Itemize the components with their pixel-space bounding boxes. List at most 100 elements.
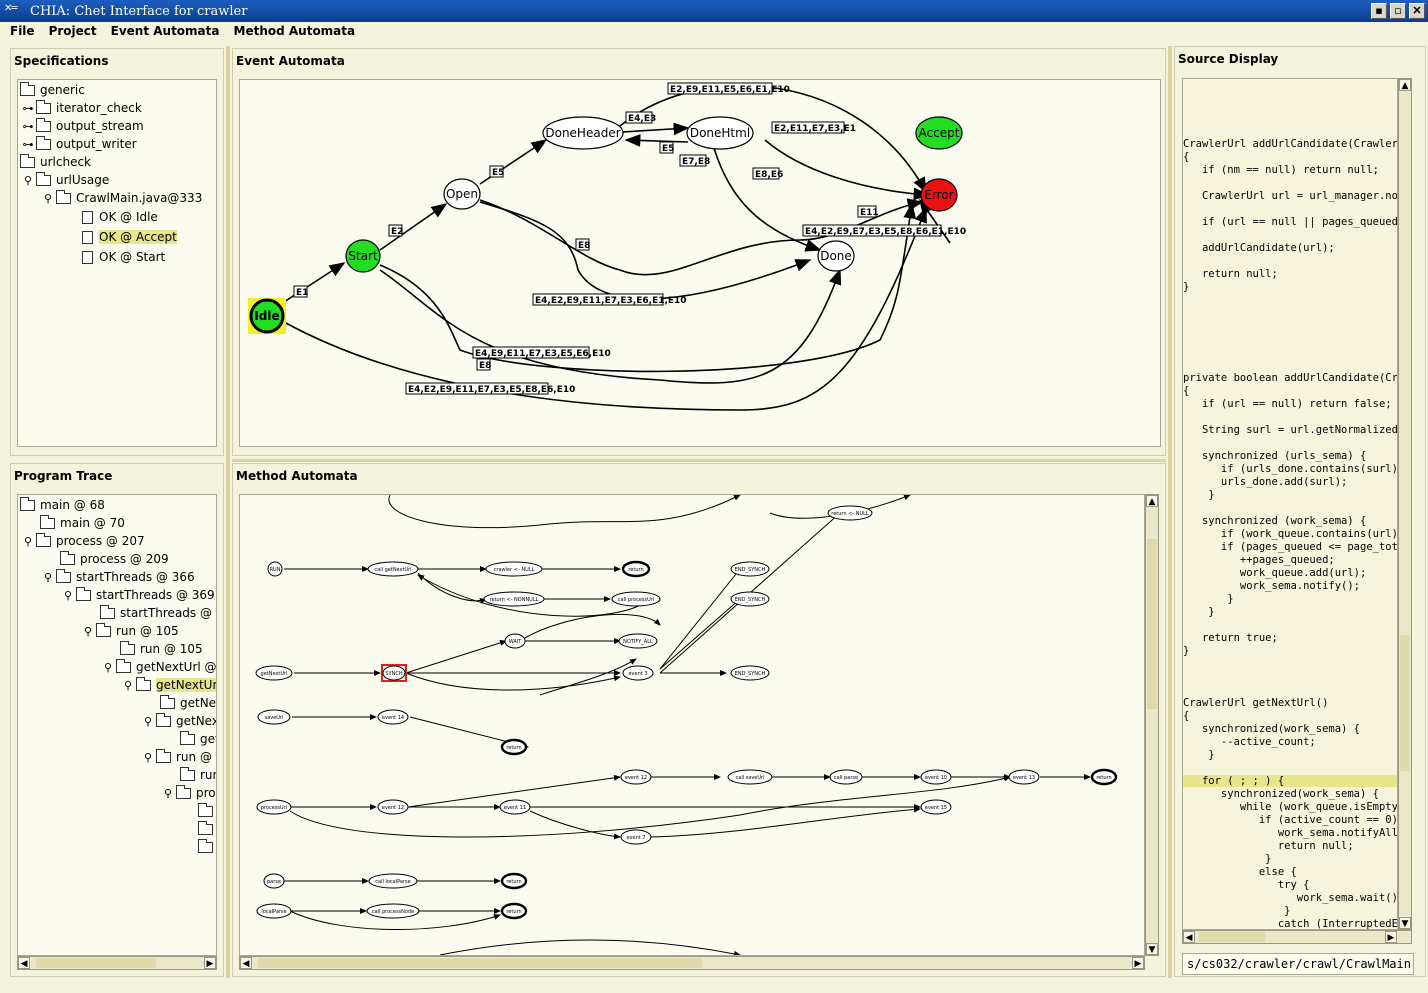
method-node[interactable] [499,799,531,815]
method-node[interactable] [377,799,409,815]
collapse-handle-icon[interactable]: ⚲ [43,570,53,584]
method-node[interactable] [368,873,418,889]
program-trace-tree[interactable]: main @ 68 main @ 70 ⚲process @ 207 proce… [17,494,217,956]
method-node[interactable] [618,633,658,649]
trace-node[interactable]: ⚲pro [163,784,216,800]
trace-node[interactable]: process @ 209 [60,550,169,568]
method-node[interactable] [500,902,528,920]
scroll-thumb[interactable] [258,958,702,968]
method-node[interactable] [621,560,651,578]
source-vertical-scrollbar[interactable]: ▲ ▼ [1398,78,1412,930]
minimize-button[interactable]: ▪ [1371,3,1387,19]
expand-handle-icon[interactable]: ⊶ [22,137,34,151]
state-done[interactable] [817,240,855,272]
scroll-right-icon[interactable]: ▶ [1385,931,1397,943]
close-button[interactable]: ✕ [1409,3,1425,19]
trace-node[interactable]: get [180,730,216,748]
trace-node[interactable] [198,802,216,820]
method-vertical-scrollbar[interactable]: ▲ ▼ [1145,494,1159,956]
method-node[interactable] [620,829,652,845]
tree-node[interactable]: ⚲CrawlMain.java@333 [43,189,203,205]
menu-file[interactable]: File [10,24,35,38]
method-node[interactable] [366,903,420,919]
tree-node[interactable]: ⊶output_writer [22,135,137,151]
tree-leaf-selected[interactable]: OK @ Accept [82,228,177,246]
method-node[interactable] [382,665,406,681]
trace-node[interactable] [198,838,216,856]
method-node[interactable] [727,769,773,785]
collapse-handle-icon[interactable]: ⚲ [103,660,113,674]
method-automata-canvas[interactable]: RUN call getNextUrl crawler <- NULL retu… [239,494,1145,956]
method-node[interactable] [256,903,292,919]
maximize-button[interactable]: ▫ [1390,3,1406,19]
trace-node[interactable]: ⚲startThreads @ 366 [43,568,195,584]
state-error[interactable] [920,178,958,212]
menu-project[interactable]: Project [48,24,97,38]
method-node[interactable] [1090,768,1118,786]
scroll-right-icon[interactable]: ▶ [1132,957,1144,969]
scroll-thumb[interactable] [1400,635,1410,771]
trace-node[interactable]: ⚲getNex [143,712,217,728]
scroll-down-icon[interactable]: ▼ [1146,943,1158,955]
method-node[interactable] [920,769,952,785]
method-node[interactable] [730,561,770,577]
tree-node[interactable]: ⊶output_stream [22,117,144,133]
collapse-handle-icon[interactable]: ⚲ [23,173,33,187]
method-node[interactable] [257,709,291,725]
scroll-left-icon[interactable]: ◀ [18,957,30,969]
scroll-right-icon[interactable]: ▶ [204,957,216,969]
method-node[interactable] [620,769,652,785]
state-idle[interactable] [249,298,285,334]
tree-node[interactable]: ⊶iterator_check [22,99,142,115]
method-node[interactable] [255,665,293,681]
trace-node[interactable] [198,820,216,838]
scroll-thumb[interactable] [1199,932,1265,942]
method-node[interactable] [730,591,770,607]
source-horizontal-scrollbar[interactable]: ◀ ▶ [1182,930,1412,944]
method-node[interactable] [256,799,292,815]
collapse-handle-icon[interactable]: ⚲ [23,534,33,548]
state-start[interactable] [345,239,381,273]
trace-node[interactable]: startThreads @ 3 [100,604,216,622]
collapse-handle-icon[interactable]: ⚲ [43,191,53,205]
trace-node[interactable]: main @ 68 [20,496,105,514]
trace-node[interactable]: ⚲startThreads @ 369 [63,586,215,602]
app-menu-icon[interactable]: ✕═ [4,3,17,14]
method-node[interactable] [500,738,528,756]
method-node[interactable] [827,505,873,521]
state-done-header[interactable] [542,116,624,150]
trace-node[interactable]: run [180,766,216,784]
menu-event-automata[interactable]: Event Automata [110,24,220,38]
method-node[interactable] [730,665,770,681]
scroll-down-icon[interactable]: ▼ [1399,917,1411,929]
collapse-handle-icon[interactable]: ⚲ [123,678,133,692]
scroll-left-icon[interactable]: ◀ [1183,931,1195,943]
method-node[interactable] [500,872,528,890]
method-node[interactable] [920,799,952,815]
expand-handle-icon[interactable]: ⊶ [22,101,34,115]
tree-leaf[interactable]: OK @ Start [82,248,165,266]
collapse-handle-icon[interactable]: ⚲ [163,786,173,800]
method-node[interactable] [367,561,419,577]
specifications-tree[interactable]: generic ⊶iterator_check ⊶output_stream ⊶… [17,79,217,447]
collapse-handle-icon[interactable]: ⚲ [143,750,153,764]
event-automata-canvas[interactable]: Idle Start Open DoneHeader DoneHtml Done… [239,79,1161,447]
trace-node[interactable]: ⚲run @ [143,748,212,764]
state-open[interactable] [443,178,481,210]
method-node[interactable] [611,591,661,607]
trace-node[interactable]: run @ 105 [120,640,203,658]
scroll-up-icon[interactable]: ▲ [1146,495,1158,507]
vertical-splitter-right[interactable] [1168,46,1172,978]
horizontal-splitter[interactable] [232,459,1166,462]
scroll-up-icon[interactable]: ▲ [1399,79,1411,91]
method-node[interactable] [1008,769,1040,785]
method-node[interactable] [483,591,545,607]
method-node[interactable] [377,709,409,725]
collapse-handle-icon[interactable]: ⚲ [63,588,73,602]
scroll-thumb[interactable] [36,958,156,968]
scroll-left-icon[interactable]: ◀ [240,957,252,969]
source-code-view[interactable]: CrawlerUrl addUrlCandidate(CrawlerUrl{ i… [1182,78,1398,930]
trace-node[interactable]: ⚲run @ 105 [83,622,179,638]
trace-node[interactable]: getNex [160,694,216,712]
scroll-thumb[interactable] [1147,539,1157,709]
